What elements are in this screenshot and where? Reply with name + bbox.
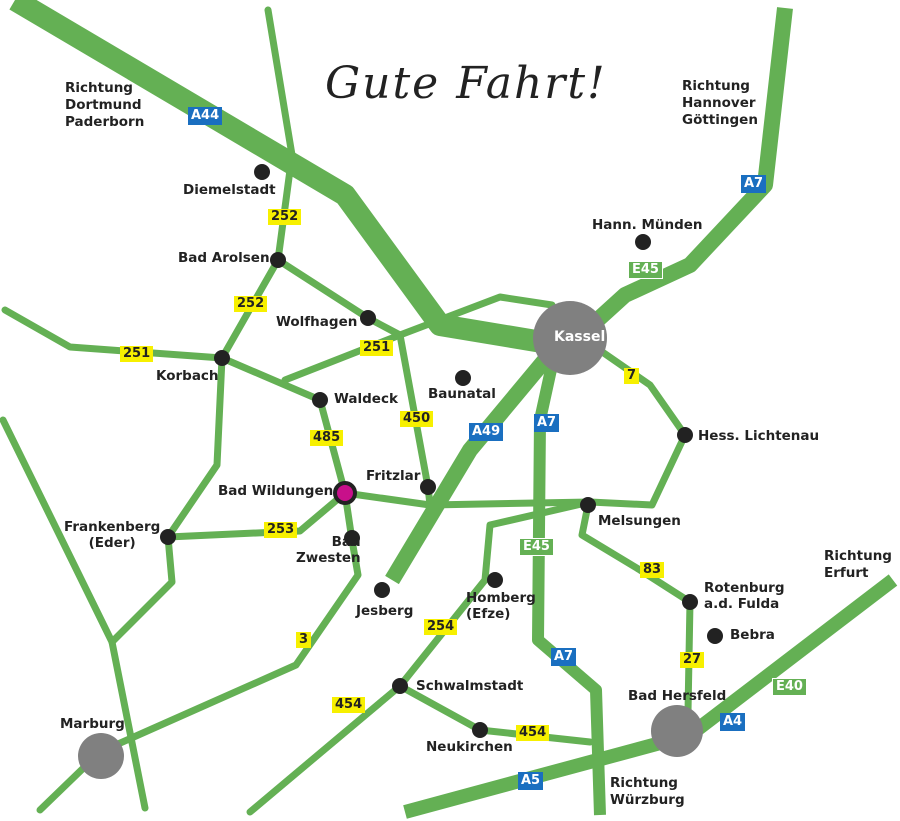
bad-wildungen-marker[interactable]: [333, 481, 357, 505]
label-line: Frankenberg: [64, 519, 161, 535]
road-3-badge: 3: [296, 632, 312, 648]
town-markers: [160, 164, 723, 738]
a5-badge: A5: [518, 772, 544, 790]
rotenburg-label: Rotenburg a.d. Fulda: [704, 580, 785, 612]
a44-motorway: [9, 0, 562, 356]
road-450-badge: 450: [400, 411, 434, 427]
a7-south-badge: A7: [551, 648, 577, 666]
e45-north-badge: E45: [628, 261, 663, 279]
road-454-badge: 454: [332, 697, 366, 713]
label-line: Homberg: [466, 590, 536, 606]
wolfhagen-label: Wolfhagen: [276, 314, 358, 330]
road-27-badge: 27: [680, 652, 705, 668]
road-254-badge: 254: [424, 619, 458, 635]
frankenberg-label: Frankenberg (Eder): [64, 519, 160, 551]
e40-badge: E40: [772, 678, 807, 696]
label-line: Rotenburg: [704, 580, 785, 596]
fritzlar-label: Fritzlar: [366, 468, 421, 484]
road-83: [578, 501, 694, 716]
a7-south-motorway: [532, 363, 606, 816]
a4-badge: A4: [720, 713, 746, 731]
direction-northwest: Richtung Dortmund Paderborn: [65, 80, 144, 131]
direction-label: Würzburg: [610, 792, 685, 808]
hess-lichtenau-label: Hess. Lichtenau: [698, 428, 820, 444]
road-7-badge: 7: [624, 368, 640, 384]
direction-label: Göttingen: [682, 112, 758, 128]
map-title: Gute Fahrt!: [325, 58, 607, 109]
direction-label: Erfurt: [824, 565, 869, 581]
homberg-label: Homberg (Efze): [466, 590, 536, 622]
road-253-badge: 253: [264, 522, 298, 538]
label-line: a.d. Fulda: [704, 596, 780, 612]
bebra-label: Bebra: [730, 627, 775, 643]
bad-hersfeld-label: Bad Hersfeld: [628, 688, 727, 704]
direction-label: Richtung: [824, 548, 892, 564]
road-252: [108, 6, 296, 646]
direction-label: Hannover: [682, 95, 756, 111]
kassel-marker[interactable]: [533, 301, 607, 375]
melsungen-label: Melsungen: [598, 513, 681, 529]
a44-badge: A44: [188, 107, 223, 125]
label-line: Bad: [331, 534, 361, 550]
direction-label: Richtung: [65, 80, 133, 96]
bad-wildungen-label: Bad Wildungen: [218, 483, 334, 499]
bad-zwesten-label: Bad Zwesten: [296, 534, 361, 566]
neukirchen-label: Neukirchen: [426, 739, 513, 755]
road-485-badge: 485: [310, 430, 344, 446]
road-251-badge: 251: [360, 340, 394, 356]
road-252-badge: 252: [234, 296, 268, 312]
road-west: [0, 416, 149, 812]
diemelstadt-label: Diemelstadt: [183, 182, 276, 198]
hann-muenden-label: Hann. Münden: [592, 217, 703, 233]
schwalmstadt-label: Schwalmstadt: [416, 678, 524, 694]
direction-east: Richtung Erfurt: [824, 548, 892, 582]
korbach-label: Korbach: [156, 368, 219, 384]
a49-badge: A49: [469, 423, 504, 441]
label-line: (Efze): [466, 606, 511, 622]
direction-south: Richtung Würzburg: [610, 775, 685, 809]
direction-label: Richtung: [610, 775, 678, 791]
a49-motorway: [385, 354, 552, 585]
direction-label: Dortmund: [65, 97, 142, 113]
e45-south-badge: E45: [519, 538, 554, 556]
direction-label: Paderborn: [65, 114, 145, 130]
road-251-badge: 251: [120, 346, 154, 362]
road-83-badge: 83: [640, 562, 665, 578]
road-454: [396, 682, 594, 746]
waldeck-label: Waldeck: [334, 391, 398, 407]
label-line: Zwesten: [296, 550, 361, 566]
bad-arolsen-label: Bad Arolsen: [178, 250, 270, 266]
marburg-label: Marburg: [60, 716, 125, 732]
bad-hersfeld-marker[interactable]: [651, 705, 703, 757]
a7-mid-badge: A7: [534, 414, 560, 432]
road-254: [246, 498, 594, 816]
baunatal-label: Baunatal: [428, 386, 496, 402]
road-252-badge: 252: [268, 209, 302, 225]
direction-label: Richtung: [682, 78, 750, 94]
kassel-label: Kassel: [554, 329, 606, 345]
road-454-badge: 454: [516, 725, 550, 741]
jesberg-label: Jesberg: [356, 603, 414, 619]
a7-north-motorway: [564, 7, 793, 351]
road-251-east: [281, 293, 556, 384]
marburg-marker[interactable]: [78, 733, 124, 779]
a7-north-badge: A7: [741, 175, 767, 193]
direction-northeast: Richtung Hannover Göttingen: [682, 78, 758, 129]
road-7: [581, 336, 689, 509]
label-line: (Eder): [88, 535, 136, 551]
